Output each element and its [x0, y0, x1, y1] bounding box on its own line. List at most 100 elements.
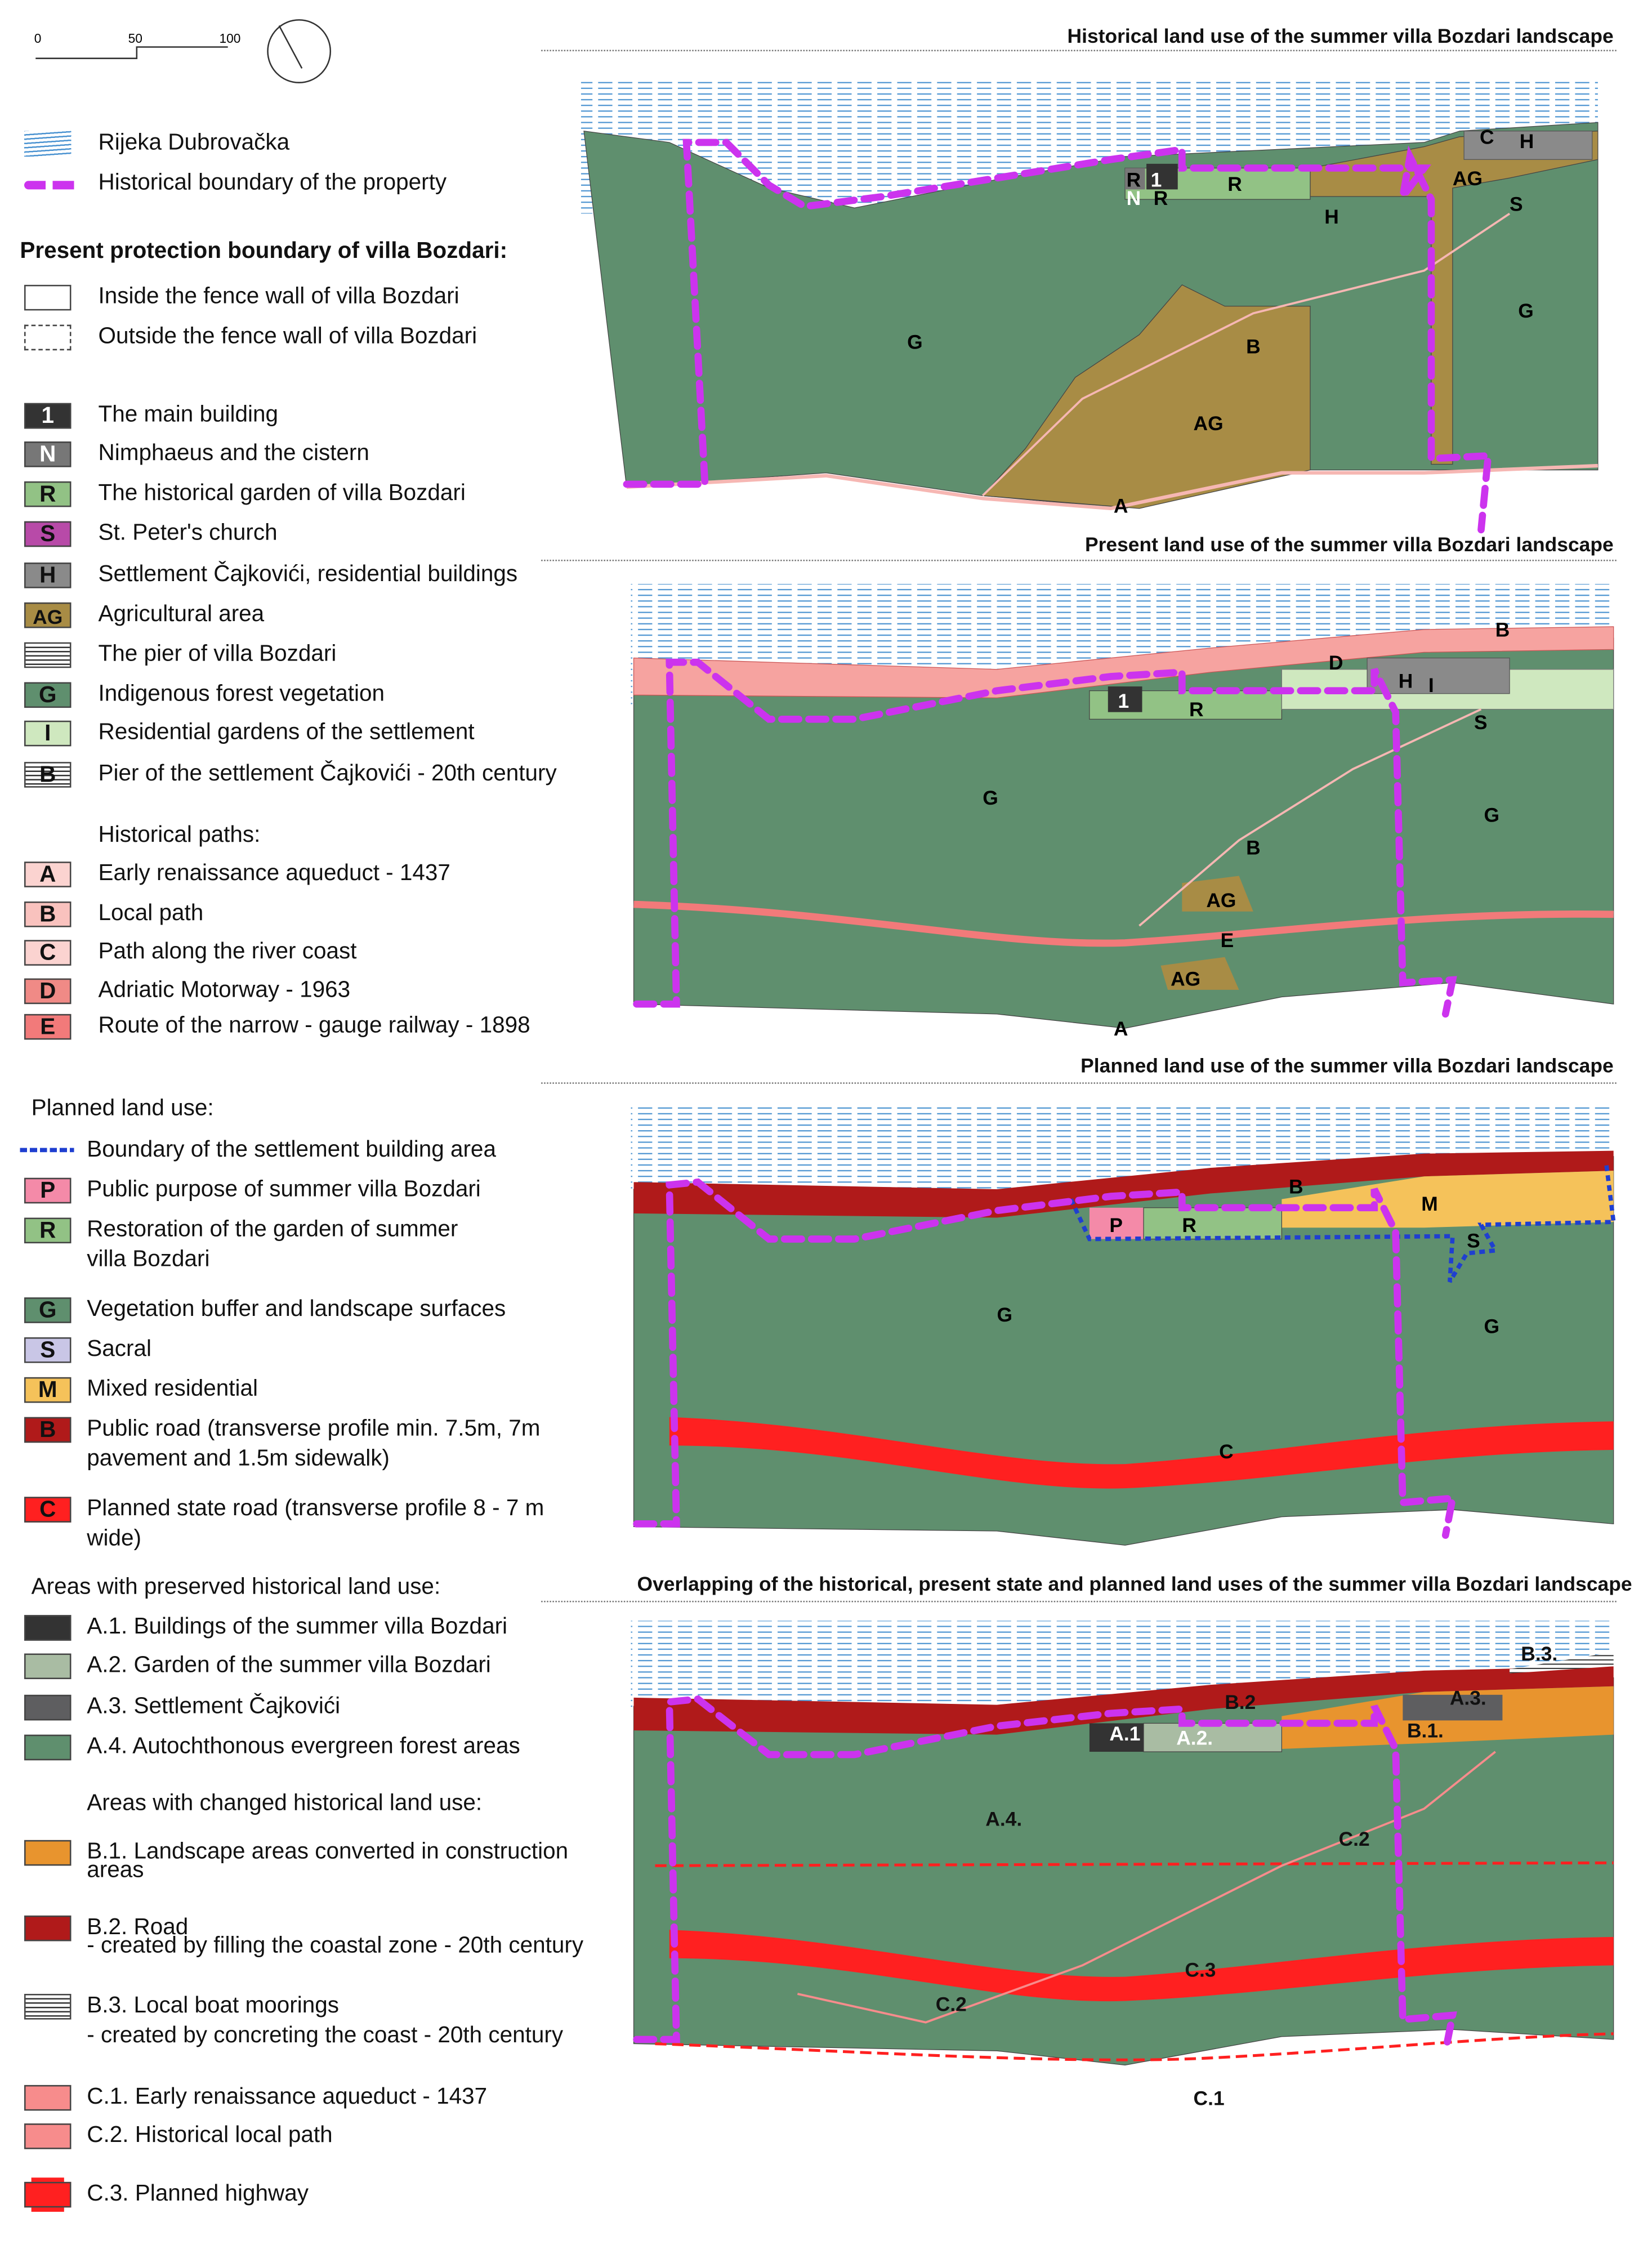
map-label: A.2. — [1176, 1726, 1213, 1749]
legend-label: areas — [87, 1858, 144, 1883]
map-label: 1 — [1151, 168, 1162, 191]
legend-swatch: P — [24, 1177, 72, 1204]
path-b — [981, 212, 1511, 497]
aqueduct-c1 — [655, 2032, 1614, 2061]
map-label: C.3 — [1185, 1959, 1216, 1981]
legend-label: Sacral — [87, 1337, 152, 1362]
legend-swatch — [24, 1915, 72, 1941]
agricultural-area — [1160, 957, 1239, 990]
legend-label: St. Peter's church — [98, 521, 278, 546]
map-label: AG — [1194, 412, 1224, 435]
legend-label: Residential gardens of the settlement — [98, 720, 475, 745]
legend-label: Nimphaeus and the cistern — [98, 441, 369, 466]
legend-swatch: E — [24, 1014, 72, 1040]
divider — [541, 1600, 1617, 1603]
boat-moorings-b3 — [1510, 1652, 1614, 1673]
legend-swatch — [24, 181, 79, 190]
garden-restoration — [1143, 1207, 1283, 1240]
map-label: R — [1154, 187, 1168, 209]
legend-swatch — [24, 2181, 72, 2208]
legend-swatch — [24, 1694, 72, 1721]
map-label: S — [1510, 193, 1523, 215]
map-label: AG — [1453, 167, 1483, 190]
villa-garden-a2 — [1143, 1722, 1283, 1752]
divider — [541, 50, 1617, 52]
settlement — [1367, 657, 1510, 694]
agricultural-strip — [1310, 131, 1599, 465]
map-label: G — [907, 331, 923, 354]
agricultural-area — [1182, 876, 1253, 912]
legend-label: C.3. Planned highway — [87, 2181, 309, 2206]
map-label: A.1 — [1109, 1722, 1140, 1745]
map-label: B — [1289, 1176, 1303, 1198]
legend-swatch — [24, 2085, 72, 2111]
map-label: R — [1189, 698, 1204, 721]
local-path-c2 — [797, 1751, 1496, 2024]
scale-tick: 0 — [34, 31, 42, 46]
map-label: AG — [1171, 967, 1200, 990]
legend-heading: Areas with preserved historical land use… — [31, 1575, 441, 1600]
map-label: R — [1227, 173, 1242, 195]
legend-label: Settlement Čajkovići, residential buildi… — [98, 563, 518, 587]
map-label: S — [1467, 1230, 1480, 1252]
map-label: C.2 — [936, 1993, 967, 2015]
legend-heading: Planned land use: — [31, 1096, 214, 1121]
map-label: R — [1182, 1214, 1196, 1237]
legend-label: Public purpose of summer villa Bozdari — [87, 1177, 481, 1202]
map-label: A.3. — [1450, 1687, 1486, 1710]
map-title-overlap: Overlapping of the historical, present s… — [637, 1572, 1632, 1595]
main-building — [1108, 686, 1142, 712]
map-label: N — [1127, 187, 1141, 209]
historical-boundary — [623, 139, 1493, 534]
map-label: B — [1495, 619, 1510, 641]
settlement-boundary — [1069, 1164, 1616, 1283]
legend-label: pavement and 1.5m sidewalk) — [87, 1447, 390, 1471]
legend-swatch: B — [24, 1417, 72, 1443]
legend-label: Public road (transverse profile min. 7.5… — [87, 1417, 541, 1441]
map-label: H — [1324, 206, 1339, 228]
legend-label: Boundary of the settlement building area — [87, 1137, 496, 1162]
legend-swatch — [24, 1734, 72, 1761]
map-label: S — [1474, 711, 1488, 734]
settlement — [1463, 131, 1593, 160]
legend-swatch — [24, 1615, 72, 1641]
legend-label: B.1. Landscape areas converted in constr… — [87, 1840, 569, 1864]
legend-label: Rijeka Dubrovačka — [98, 131, 290, 155]
legend-label: C.1. Early renaissance aqueduct - 1437 — [87, 2085, 488, 2109]
legend-swatch — [24, 1840, 72, 1866]
legend-swatch: G — [24, 1297, 72, 1323]
divider — [541, 1082, 1617, 1084]
settlement-a3 — [1403, 1694, 1503, 1721]
scale-tick: 100 — [220, 31, 241, 46]
divider — [541, 560, 1617, 561]
legend-label: Early renaissance aqueduct - 1437 — [98, 862, 450, 886]
legend-label: C.2. Historical local path — [87, 2123, 333, 2148]
legend-label: - created by filling the coastal zone - … — [87, 1934, 584, 1958]
map-label: H — [1520, 130, 1534, 153]
nimphaeus — [1125, 168, 1145, 190]
motorway-d — [633, 626, 1614, 698]
legend-swatch — [24, 1994, 72, 2020]
legend-swatch: AG — [24, 602, 72, 628]
map-label: B.3. — [1521, 1643, 1557, 1665]
legend-swatch: S — [24, 1337, 72, 1363]
legend-label: Path along the river coast — [98, 940, 357, 965]
legend-label: Agricultural area — [98, 602, 265, 627]
legend-swatch — [24, 284, 72, 311]
map-label: C — [1480, 126, 1494, 148]
legend-label: Vegetation buffer and landscape surfaces — [87, 1297, 506, 1322]
railway-e — [633, 900, 1614, 947]
planned-highway-c3 — [669, 1930, 1614, 2002]
legend-label: The pier of villa Bozdari — [98, 642, 337, 667]
legend-label: Local path — [98, 901, 204, 926]
legend-swatch: 1 — [24, 403, 72, 429]
legend-label: Adriatic Motorway - 1963 — [98, 978, 351, 1003]
map-title-planned: Planned land use of the summer villa Boz… — [1081, 1054, 1614, 1077]
map-label: B.1. — [1407, 1720, 1444, 1742]
legend-swatch: D — [24, 978, 72, 1005]
map-label: M — [1421, 1193, 1438, 1215]
legend-label: villa Bozdari — [87, 1247, 210, 1272]
legend-swatch: M — [24, 1377, 72, 1403]
